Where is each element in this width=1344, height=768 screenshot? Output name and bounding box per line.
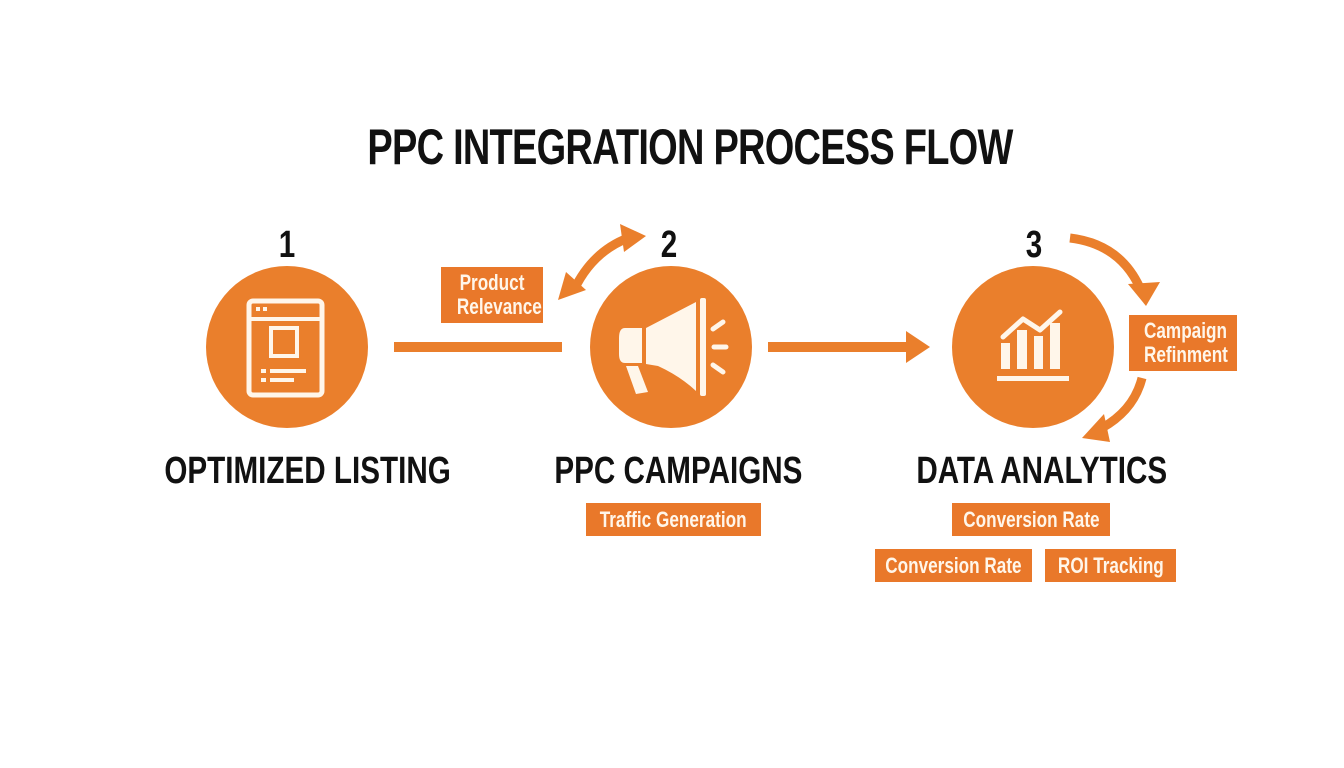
- tag-conversion-rate-2: Conversion Rate: [875, 549, 1032, 582]
- bar-chart-trend-icon: [997, 309, 1069, 381]
- tag-roi-tracking-text: ROI Tracking: [1057, 552, 1164, 578]
- step-1-number: 1: [278, 224, 296, 266]
- megaphone-icon: [619, 298, 729, 396]
- connector-arrow-2-3: [768, 331, 930, 363]
- tag-product-relevance-text: Product Relevance: [456, 270, 542, 319]
- tag-product-relevance: Product Relevance: [441, 267, 543, 323]
- step-2-number: 2: [660, 224, 678, 266]
- step-2-circle: [590, 266, 752, 428]
- step-1-label: OPTIMIZED LISTING: [164, 450, 451, 492]
- step-3-number: 3: [1025, 224, 1043, 266]
- tag-conversion-rate-2-text: Conversion Rate: [885, 552, 1022, 578]
- tag-campaign-refinment-text: Campaign Refinment: [1144, 318, 1228, 367]
- tag-traffic-generation-text: Traffic Generation: [600, 506, 747, 532]
- web-page-listing-icon: [246, 298, 325, 398]
- connector-line-1-2: [394, 342, 562, 352]
- tag-traffic-generation: Traffic Generation: [586, 503, 761, 536]
- diagram-title: PPC INTEGRATION PROCESS FLOW: [367, 119, 1013, 175]
- tag-conversion-rate-1-text: Conversion Rate: [962, 506, 1100, 532]
- step-1-circle: [206, 266, 368, 428]
- tag-conversion-rate-1: Conversion Rate: [952, 503, 1110, 536]
- step-2-label: PPC CAMPAIGNS: [554, 450, 803, 492]
- step-3-label: DATA ANALYTICS: [916, 450, 1168, 492]
- tag-campaign-refinment: Campaign Refinment: [1129, 315, 1237, 371]
- tag-roi-tracking: ROI Tracking: [1045, 549, 1176, 582]
- step-3-circle: [952, 266, 1114, 428]
